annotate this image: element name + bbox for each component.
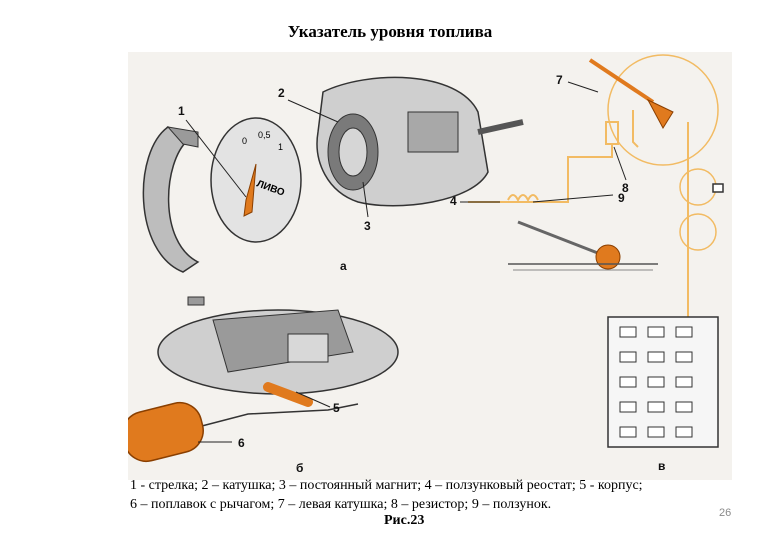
subfigure-label-a: а <box>340 259 347 273</box>
pointer-arm <box>588 58 655 104</box>
callout-2: 2 <box>278 86 285 100</box>
callout-6: 6 <box>238 436 245 450</box>
dial-mark-1: 1 <box>278 142 283 152</box>
left-coil-circle <box>607 54 719 166</box>
dial-mark-half: 0,5 <box>258 130 271 140</box>
subfigure-label-c: в <box>658 459 665 473</box>
subfigure-label-b: б <box>296 461 303 475</box>
sensor-flange <box>157 309 399 395</box>
gauge-dial: 0 0,5 1 ЛИВО <box>210 117 302 243</box>
callout-7: 7 <box>556 73 563 87</box>
gauge-coil-body <box>316 76 524 207</box>
fuse-block <box>607 316 719 448</box>
float <box>128 401 204 463</box>
callout-1: 1 <box>178 104 185 118</box>
page-number: 26 <box>719 507 732 519</box>
caption-line-2: 6 – поплавок с рычагом; 7 – левая катушк… <box>130 497 552 512</box>
callout-9: 9 <box>618 191 625 205</box>
page-title: Указатель уровня топлива <box>287 22 493 41</box>
rheostat-schematic <box>507 194 658 271</box>
figure-caption: 1 - стрелка; 2 – катушка; 3 – постоянный… <box>130 476 730 514</box>
callout-4: 4 <box>450 194 457 208</box>
fuse-circles <box>679 168 724 251</box>
float-lever <box>197 403 359 428</box>
fuel-gauge-diagram: 0 0,5 1 ЛИВО <box>128 52 732 480</box>
gauge-housing-ring <box>142 126 200 273</box>
callout-3: 3 <box>364 219 371 233</box>
dial-mark-0: 0 <box>242 136 247 146</box>
gauge-needle <box>243 163 257 217</box>
caption-line-1: 1 - стрелка; 2 – катушка; 3 – постоянный… <box>130 478 643 493</box>
figure-label: Рис.23 <box>384 513 425 528</box>
callout-8: 8 <box>622 181 629 195</box>
sensor-slider <box>263 382 313 407</box>
leader-lines <box>185 81 627 443</box>
callout-5: 5 <box>333 401 340 415</box>
